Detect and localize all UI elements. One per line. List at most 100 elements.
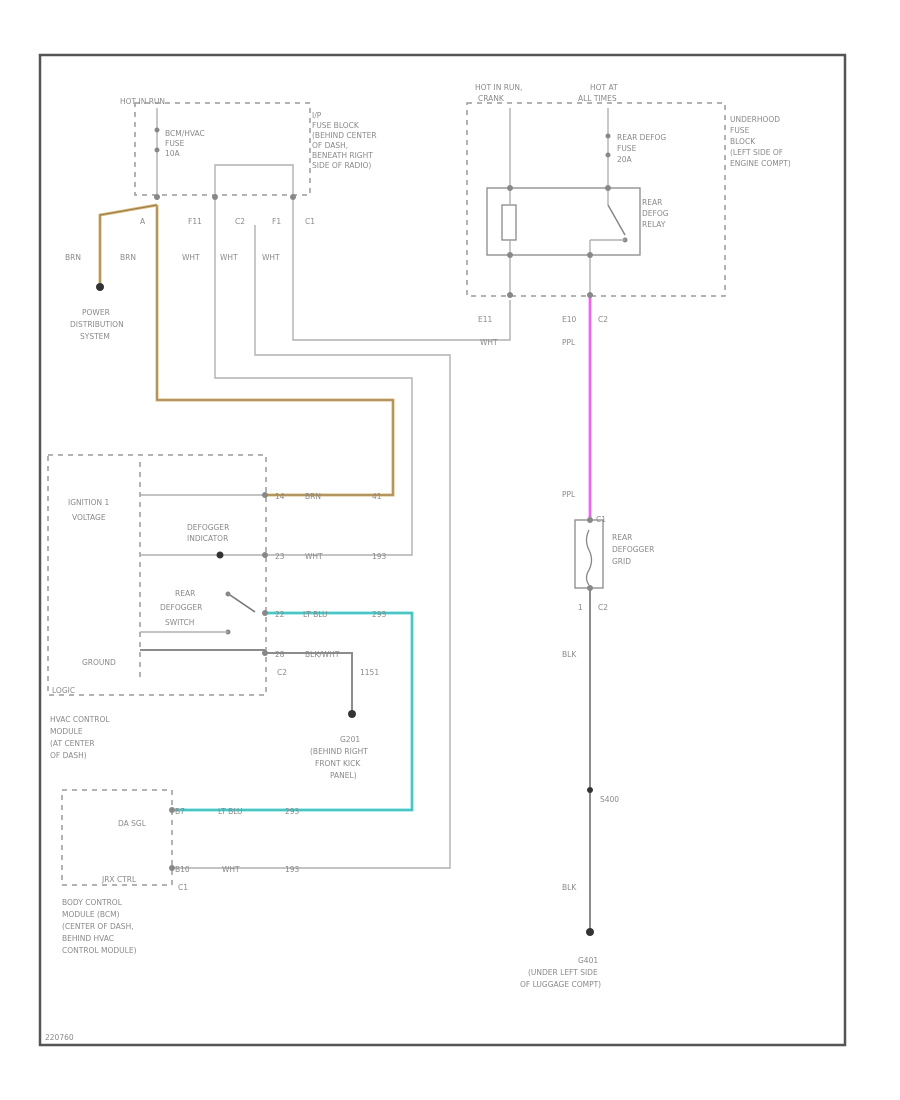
ip-internal-feed [214,164,294,195]
label-wire-wht-5: WHT [305,552,323,561]
label-ign-2: VOLTAGE [72,513,106,522]
label-grid-3: GRID [612,557,631,566]
label-pin-b10: B10 [175,865,190,874]
label-grid-2: DEFOGGER [612,545,654,554]
label-g201-3: FRONT KICK [315,759,361,768]
label-bcm-1: BODY CONTROL [62,898,123,907]
label-relay-2: DEFOG [642,209,669,218]
label-hot-all-times-1: HOT AT [590,83,618,92]
hvac-control-module-box [47,454,267,696]
label-pds-3: SYSTEM [80,332,110,341]
splice-s400-icon [587,787,593,793]
bcm-pin-b7 [169,807,175,813]
label-ip-2: FUSE BLOCK [312,121,360,130]
label-ip-1: I/P [312,111,322,120]
diagram-frame [38,53,847,1047]
label-pin-e10: E10 [562,315,577,324]
label-wire-num-193: 193 [372,552,387,561]
label-underhood-5: ENGINE COMPT) [730,159,791,168]
label-bcm-5: CONTROL MODULE) [62,946,137,955]
label-pin-1-grid: 1 [578,603,583,612]
ip-connector-f11 [212,194,218,200]
ground-g401-icon [586,928,594,936]
label-bcm-4: BEHIND HVAC [62,934,114,943]
rear-defog-relay-box [486,187,641,256]
relay-node-right-bottom [587,252,593,258]
label-hvac-fuse-1: BCM/HVAC [165,129,205,138]
hvac-pin-14 [262,492,268,498]
label-underhood-3: BLOCK [730,137,756,146]
ip-connector-a [154,194,160,200]
label-pin-22: 22 [275,610,285,619]
label-bcm-2: MODULE (BCM) [62,910,120,919]
label-rear-sw-1: REAR [175,589,195,598]
label-pin-28: 28 [275,650,285,659]
label-wire-ltblu-2: LT BLU [218,807,243,816]
label-g201-1: G201 [340,735,360,744]
label-underhood-4: (LEFT SIDE OF [730,148,783,157]
label-underhood-1: UNDERHOOD [730,115,780,124]
white-wire-c2-bcm [172,225,451,869]
rear-defogger-grid-icon [574,517,604,591]
label-pin-14: 14 [275,492,285,501]
rear-defogger-switch-icon [229,594,256,613]
label-pds-2: DISTRIBUTION [70,320,124,329]
label-pin-c2-hvac: C2 [277,668,287,677]
label-g401-3: OF LUGGAGE COMPT) [520,980,601,989]
label-pin-23: 23 [275,552,285,561]
label-bcm-3: (CENTER OF DASH, [62,922,134,931]
connector-e11 [507,292,513,298]
label-pin-c1-top: C1 [305,217,315,226]
label-def-ind-2: INDICATOR [187,534,228,543]
label-wire-num-293b: 293 [285,807,300,816]
label-ign-1: IGNITION 1 [68,498,110,507]
label-wire-blk-1: BLK [562,650,577,659]
label-underhood-2: FUSE [730,126,750,135]
label-wire-wht-2: WHT [220,253,238,262]
white-wire-f11-indicator [214,197,413,556]
ip-connector-f1 [290,194,296,200]
label-relay-3: RELAY [642,220,666,229]
hvac-pin-28 [262,650,268,656]
brown-wire-ignition [155,205,395,497]
label-grid-1: REAR [612,533,632,542]
label-wire-wht-4: WHT [480,338,498,347]
label-wire-ppl-1: PPL [562,338,576,347]
label-relay-1: REAR [642,198,662,207]
label-wire-wht-1: WHT [182,253,200,262]
label-defog-fuse-3: 20A [617,155,633,164]
label-wire-ltblu-1: LT BLU [303,610,328,619]
label-wire-wht-6: WHT [222,865,240,874]
connector-e10 [587,292,593,298]
label-hvac-3: (AT CENTER [50,739,95,748]
label-wire-brn-3: BRN [305,492,321,501]
label-def-ind-1: DEFOGGER [187,523,229,532]
label-pin-f11: F11 [188,217,202,226]
rear-defog-fuse-icon [605,133,611,158]
light-blue-wire-switch-bcm [172,611,414,812]
label-pin-1151: 1151 [360,668,379,677]
relay-node-right-top [605,185,611,191]
label-pin-c2-relay: C2 [598,315,608,324]
label-pin-c1-grid: C1 [596,515,606,524]
underhood-fuse-block-box [466,102,726,297]
label-pin-e11: E11 [478,315,493,324]
label-bcm-ctrl: JRX CTRL [101,875,137,884]
label-wire-ppl-2: PPL [562,490,576,499]
label-defog-fuse-2: FUSE [617,144,637,153]
label-hot-all-times-2: ALL TIMES [578,94,617,103]
relay-node-left-top [507,185,513,191]
label-wire-num-41: 41 [372,492,382,501]
label-wire-brn-1: BRN [65,253,81,262]
ip-fuse-block-box [134,102,311,196]
label-hvac-fuse-2: FUSE [165,139,185,148]
label-g401-2: (UNDER LEFT SIDE [528,968,598,977]
bcm-box [61,789,173,886]
defogger-indicator-icon [216,551,224,559]
label-pin-b7: B7 [175,807,185,816]
label-bcm-sig: DA SGL [118,819,147,828]
label-pds-1: POWER [82,308,110,317]
hvac-pin-23 [262,552,268,558]
label-g401-1: G401 [578,956,598,965]
